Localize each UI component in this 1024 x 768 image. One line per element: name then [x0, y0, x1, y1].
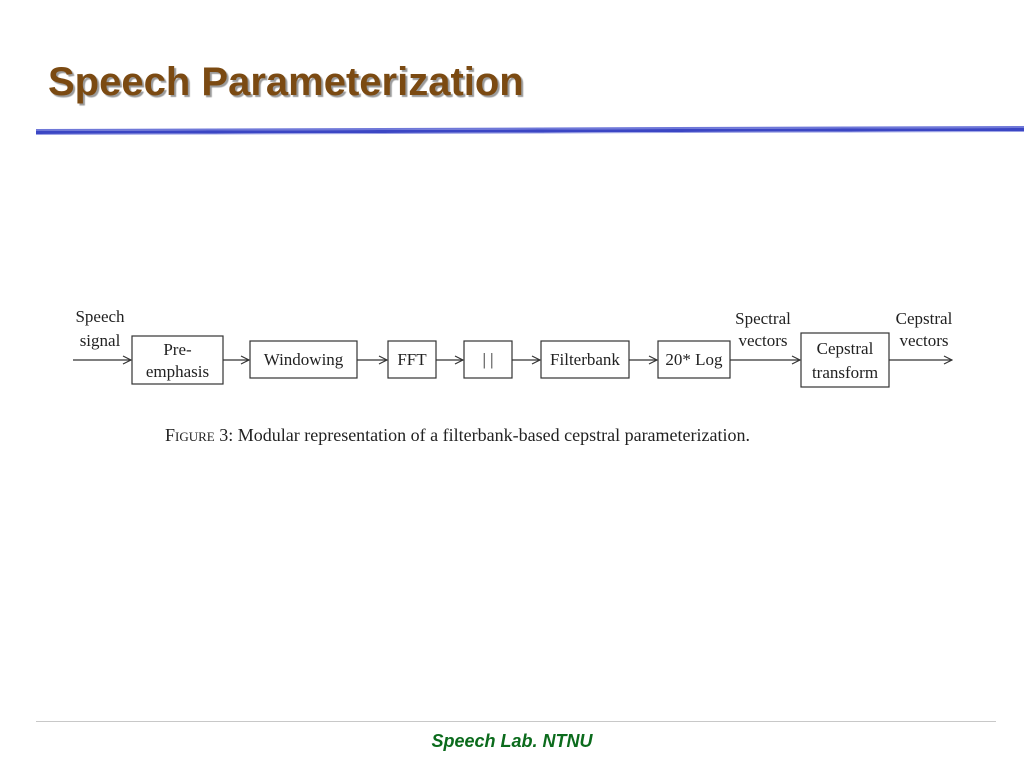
spectral-vectors-line-1: Spectral [735, 309, 791, 328]
block-fft [387, 340, 437, 379]
block-windowing-label: Windowing [264, 350, 344, 369]
block-fft-label: FFT [397, 350, 427, 369]
block-pre-emphasis-line-2: emphasis [146, 362, 209, 381]
footer-credit: Speech Lab. NTNU [431, 731, 593, 751]
block-cepstral-transform [800, 332, 890, 388]
block-cepstral-transform-line-2: transform [812, 363, 878, 382]
block-log [657, 340, 731, 379]
block-filterbank [540, 340, 630, 379]
spectral-vectors-line-2: vectors [738, 331, 787, 350]
figure-caption: Figure 3: Modular representation of a fi… [165, 425, 750, 445]
cepstral-vectors-line-1: Cepstral [896, 309, 953, 328]
figure-caption-text: : Modular representation of a filterbank… [228, 425, 750, 445]
block-windowing [249, 340, 358, 379]
footer-divider [36, 721, 996, 722]
block-cepstral-transform-line-1: Cepstral [817, 339, 874, 358]
block-pre-emphasis [131, 335, 224, 385]
block-magnitude-label: | | [482, 350, 493, 369]
block-magnitude [463, 340, 513, 379]
input-label-line-2: signal [80, 331, 121, 350]
input-label-line-1: Speech [75, 307, 125, 326]
block-pre-emphasis-line-1: Pre- [163, 340, 192, 359]
title-underline [36, 126, 1024, 135]
cepstral-vectors-line-2: vectors [899, 331, 948, 350]
figure-caption-prefix: Figure 3 [165, 425, 228, 445]
block-log-label: 20* Log [665, 350, 723, 369]
cepstral-parameterization-diagram: Speech signal Pre- emphasis Windowing FF… [73, 307, 970, 445]
slide-title: Speech Parameterization [48, 60, 524, 104]
block-filterbank-label: Filterbank [550, 350, 620, 369]
